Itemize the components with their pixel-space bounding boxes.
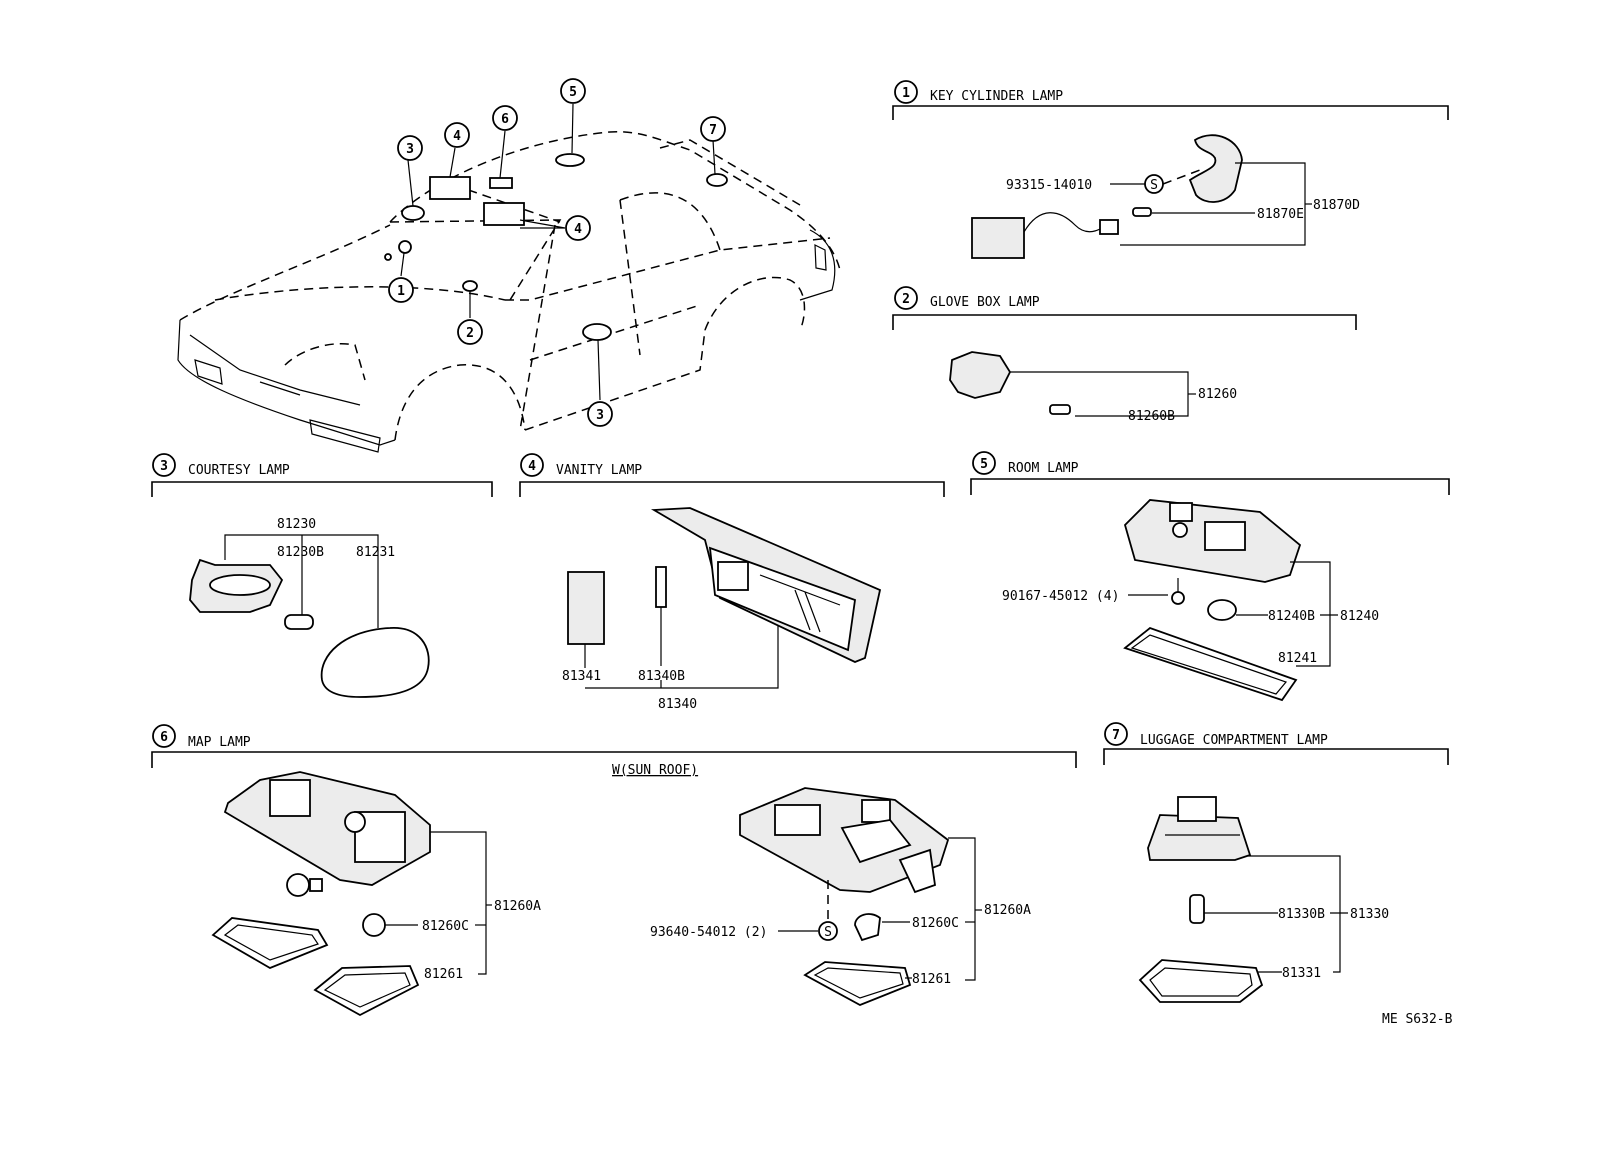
part-81260C-left: 81260C [422,919,469,934]
section-3-title: COURTESY LAMP [188,463,290,478]
part-81231: 81231 [356,545,395,560]
section-7-number: 7 [1112,728,1120,743]
section-7-title: LUGGAGE COMPARTMENT LAMP [1140,733,1328,748]
car-callout-6 [492,105,518,131]
car-callout-4b [565,215,591,241]
car-callout-1 [388,277,414,303]
part-81260A-left: 81260A [494,899,541,914]
car-callout-7 [700,116,726,142]
part-81241: 81241 [1278,651,1317,666]
part-81870D: 81870D [1313,198,1360,213]
screw-symbol-2: S [824,925,832,940]
car-callout-3a [397,135,423,161]
section-glove-box-lamp: 2 GLOVE BOX LAMP 81260 81260B [892,286,1357,424]
part-81330: 81330 [1350,907,1389,922]
part-81230: 81230 [277,517,316,532]
part-81260B: 81260B [1128,409,1175,424]
car-callout-5 [560,78,586,104]
car-callout-3b [587,401,613,427]
car-callout-6-text: 6 [501,112,509,127]
section-key-cylinder-lamp: 1 KEY CYLINDER LAMP S 93315-14010 81870E… [892,80,1449,259]
section-courtesy-lamp: 3 COURTESY LAMP 81230 81230B 81231 [151,453,493,698]
part-81240: 81240 [1340,609,1379,624]
part-81260: 81260 [1198,387,1237,402]
part-81330B: 81330B [1278,907,1325,922]
section-vanity-lamp: 4 VANITY LAMP 81341 81340B 81340 [519,453,945,712]
part-81260A-right: 81260A [984,903,1031,918]
section-1-title: KEY CYLINDER LAMP [930,89,1063,104]
part-81341: 81341 [562,669,601,684]
section-room-lamp: 5 ROOM LAMP 90167-45012 (4) 81240B 81240… [970,451,1450,702]
car-callout-2 [457,319,483,345]
section-6-title: MAP LAMP [188,735,251,750]
section-4-number: 4 [528,459,536,474]
section-4-title: VANITY LAMP [556,463,642,478]
car-overview: 3 4 6 5 7 4 1 2 3 [177,78,841,453]
part-81340B: 81340B [638,669,685,684]
section-5-number: 5 [980,457,988,472]
part-81261-right: 81261 [912,972,951,987]
section-1-number: 1 [902,86,910,101]
part-81240B: 81240B [1268,609,1315,624]
map-variant-label: W(SUN ROOF) [612,763,698,778]
section-luggage-compartment-lamp: 7 LUGGAGE COMPARTMENT LAMP 81330B 81330 … [1103,722,1449,1003]
part-93640-54012: 93640-54012 (2) [650,925,767,940]
part-81331: 81331 [1282,966,1321,981]
car-callout-4a-text: 4 [453,129,461,144]
car-callout-7-text: 7 [709,123,717,138]
car-callout-3b-text: 3 [596,408,604,423]
section-6-number: 6 [160,730,168,745]
part-81260C-right: 81260C [912,916,959,931]
footer-code: ME S632-B [1382,1012,1453,1027]
section-map-lamp: 6 MAP LAMP W(SUN ROOF) 81260C 81260A 812… [151,724,1077,1017]
car-callout-2-text: 2 [466,326,474,341]
part-90167-45012: 90167-45012 (4) [1002,589,1119,604]
car-callout-4a [444,122,470,148]
part-81261-left: 81261 [424,967,463,982]
part-81340: 81340 [658,697,697,712]
section-5-title: ROOM LAMP [1008,461,1079,476]
screw-symbol-1: S [1150,178,1158,193]
section-2-number: 2 [902,292,910,307]
section-2-title: GLOVE BOX LAMP [930,295,1040,310]
car-callout-3a-text: 3 [406,142,414,157]
part-81870E: 81870E [1257,207,1304,222]
part-93315-14010: 93315-14010 [1006,178,1092,193]
part-81230B: 81230B [277,545,324,560]
car-callout-4b-text: 4 [574,222,582,237]
car-callout-5-text: 5 [569,85,577,100]
car-callout-1-text: 1 [397,284,405,299]
section-3-number: 3 [160,459,168,474]
